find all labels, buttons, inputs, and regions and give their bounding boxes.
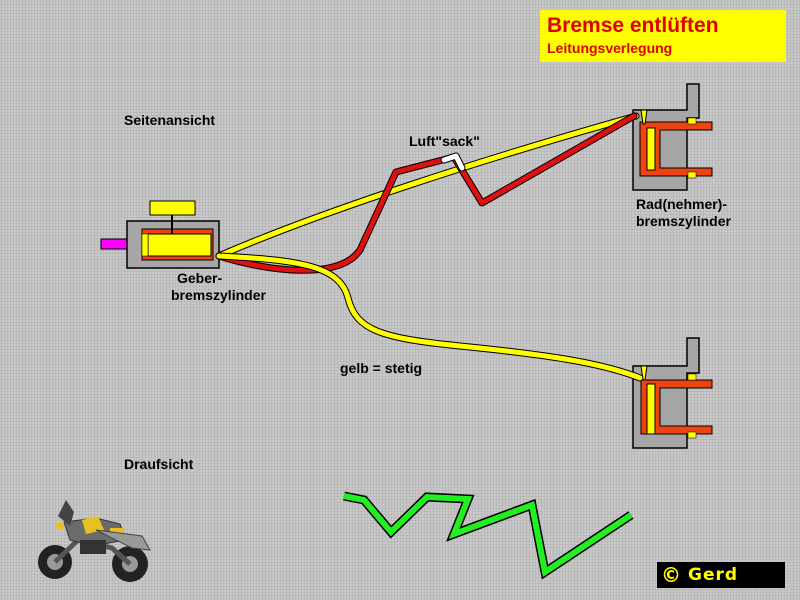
copyright-badge: © Gerd	[657, 562, 785, 588]
master-cylinder-fluid	[147, 233, 212, 257]
caliper-bore-upper	[639, 121, 713, 177]
copyright-icon: ©	[661, 563, 682, 587]
air-pocket-bubble	[441, 153, 465, 171]
master-cylinder-piston	[141, 233, 149, 257]
wheel-cylinder-label: Rad(nehmer)- bremszylinder	[636, 196, 731, 230]
wheel-brake-cylinder-lower	[632, 337, 713, 449]
page-subtitle: Leitungsverlegung	[547, 40, 673, 56]
top-view-line	[343, 491, 634, 580]
caliper-fluid-upper	[646, 127, 656, 171]
yellow-line-upper	[216, 113, 639, 259]
brake-lines	[215, 112, 644, 382]
yellow-rule-label: gelb = stetig	[340, 360, 423, 376]
master-cylinder-label-line2: bremszylinder	[171, 287, 266, 303]
green-line-top-view	[343, 493, 633, 577]
master-brake-cylinder	[100, 200, 220, 269]
title-box: Bremse entlüften Leitungsverlegung	[540, 10, 786, 62]
yellow-line-lower	[216, 253, 643, 381]
page-title: Bremse entlüften	[547, 14, 719, 37]
side-view-label: Seitenansicht	[124, 112, 216, 128]
caliper-bore-lower	[640, 379, 713, 435]
motorcycle-icon	[38, 500, 151, 582]
master-cylinder-label-line1: Geber-	[177, 270, 223, 286]
wheel-cylinder-label-line1: Rad(nehmer)-	[636, 196, 728, 212]
master-cylinder-label: Geber- bremszylinder	[171, 270, 266, 304]
author-name: Gerd	[688, 565, 739, 585]
wheel-brake-cylinder-upper	[632, 83, 713, 191]
bleed-nipple-upper	[640, 109, 648, 125]
air-pocket-label: Luft"sack"	[409, 133, 480, 149]
wheel-cylinder-label-line2: bremszylinder	[636, 213, 731, 229]
caliper-fluid-lower	[646, 383, 656, 435]
reservoir	[149, 200, 196, 216]
top-view-label: Draufsicht	[124, 456, 194, 472]
pushrod	[100, 238, 128, 250]
